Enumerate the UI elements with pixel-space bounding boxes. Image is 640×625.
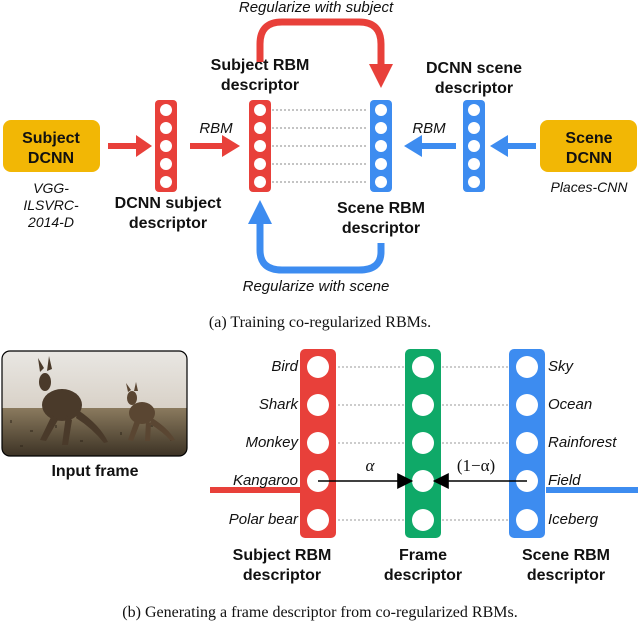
dcnn-scene-descriptor-line2: descriptor <box>435 80 513 97</box>
subject-rbm-descriptor-b-line2: descriptor <box>243 567 321 584</box>
subject-rbm-column-b <box>210 349 336 538</box>
scene-dcnn-box: Scene DCNN <box>540 120 637 172</box>
subject-rbm-descriptor-line2: descriptor <box>221 77 299 94</box>
regularize-with-subject-label: Regularize with subject <box>239 0 394 16</box>
subject-rbm-descriptor-line1: Subject RBM <box>211 57 310 74</box>
dcnn-subject-descriptor-line1: DCNN subject <box>115 195 222 212</box>
scene-rbm-descriptor-b-line2: descriptor <box>527 567 605 584</box>
dcnn-subject-descriptor-line2: descriptor <box>129 215 207 232</box>
rbm-dotted-connections <box>272 109 368 183</box>
subject-class-label: Kangaroo <box>233 472 298 489</box>
scene-rbm-descriptor-line2: descriptor <box>342 220 420 237</box>
regularize-with-scene-label: Regularize with scene <box>243 278 390 295</box>
subject-dcnn-label-line1: Subject <box>22 130 80 147</box>
input-frame-label: Input frame <box>51 463 138 480</box>
kangaroo-silhouette-small <box>126 382 175 441</box>
arrow-subject-dcnn-to-descriptor <box>108 135 152 157</box>
subject-class-label: Monkey <box>245 434 299 451</box>
subject-dcnn-box: Subject DCNN <box>3 120 100 172</box>
subject-class-label: Shark <box>259 396 300 413</box>
dcnn-subject-descriptor-column <box>155 100 177 192</box>
scene-class-label: Ocean <box>548 396 592 413</box>
frame-descriptor-line2: descriptor <box>384 567 462 584</box>
scene-dcnn-label-line1: Scene <box>565 130 612 147</box>
scene-dcnn-label-line2: DCNN <box>566 150 612 167</box>
one-minus-alpha-label: (1−α) <box>457 456 495 475</box>
subject-model-line3: 2014-D <box>27 214 74 230</box>
dcnn-scene-descriptor-column <box>463 100 485 192</box>
scene-rbm-descriptor-b-line1: Scene RBM <box>522 547 610 564</box>
scene-class-label: Iceberg <box>548 511 599 528</box>
scene-rbm-descriptor-column <box>370 100 392 192</box>
scene-class-label: Rainforest <box>548 434 617 451</box>
scene-class-label: Sky <box>548 358 575 375</box>
scene-rbm-descriptor-line1: Scene RBM <box>337 200 425 217</box>
arrow-rbm-scene <box>404 135 456 157</box>
subject-rbm-descriptor-column <box>249 100 271 192</box>
subject-dcnn-label-line2: DCNN <box>28 150 74 167</box>
subject-model-line2: ILSVRC- <box>23 197 79 213</box>
dcnn-scene-descriptor-line1: DCNN scene <box>426 60 522 77</box>
subject-rbm-descriptor-b-line1: Subject RBM <box>233 547 332 564</box>
frame-descriptor-column <box>405 349 441 538</box>
kangaroo-silhouette-large <box>38 356 108 445</box>
subject-model-name: VGG- ILSVRC- 2014-D <box>23 180 79 230</box>
rbm-right-label: RBM <box>412 120 446 137</box>
subject-class-label: Bird <box>271 358 298 375</box>
caption-b: (b) Generating a frame descriptor from c… <box>122 604 517 621</box>
scene-rbm-column-b <box>509 349 638 538</box>
regularize-with-subject-arrow <box>256 18 393 88</box>
arrow-scene-dcnn-to-descriptor <box>490 135 536 157</box>
regularize-with-scene-arrow <box>248 200 385 274</box>
arrow-rbm-subject <box>190 135 240 157</box>
caption-a: (a) Training co-regularized RBMs. <box>209 314 431 331</box>
scene-model-name: Places-CNN <box>550 179 628 195</box>
rbm-left-label: RBM <box>199 120 233 137</box>
scene-class-label: Field <box>548 472 581 489</box>
scene-class-labels: Sky Ocean Rainforest Field Iceberg <box>548 358 617 528</box>
subject-class-label: Polar bear <box>229 511 299 528</box>
alpha-label: α <box>366 456 376 475</box>
input-frame-image <box>1 350 188 457</box>
frame-descriptor-line1: Frame <box>399 547 447 564</box>
frame-dotted-connections <box>334 366 511 521</box>
subject-model-line1: VGG- <box>33 180 69 196</box>
subject-class-labels: Bird Shark Monkey Kangaroo Polar bear <box>229 358 300 528</box>
